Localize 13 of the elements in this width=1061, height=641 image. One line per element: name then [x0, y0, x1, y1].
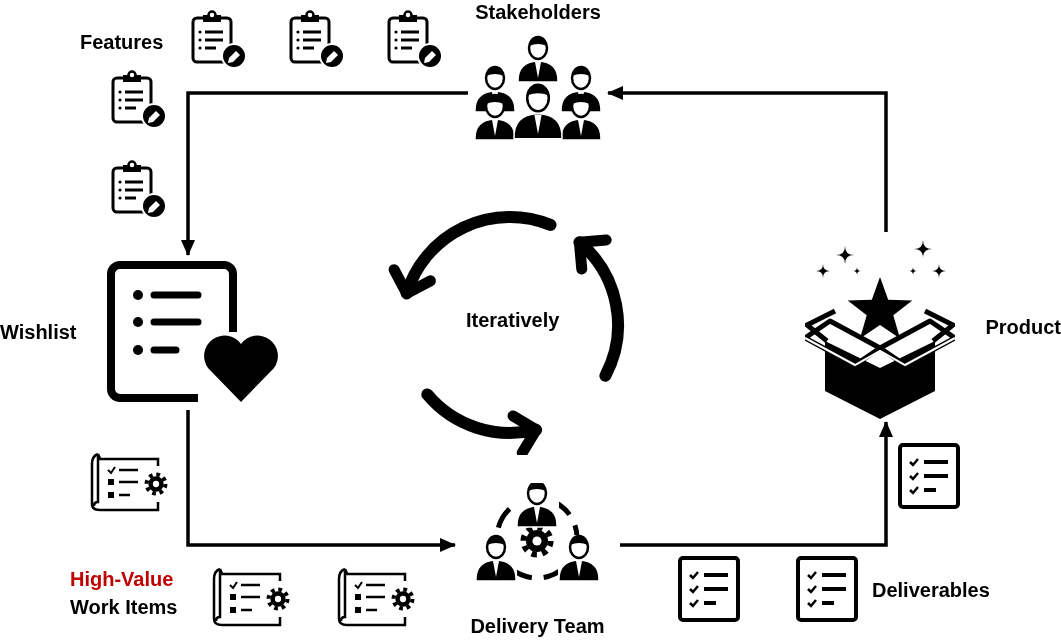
connector-arrow [607, 86, 888, 232]
label-text: Features [80, 30, 164, 55]
label-text: Work Items [70, 595, 178, 620]
connector-arrow [620, 421, 893, 547]
label-text: High-Value [70, 567, 174, 592]
node-label: Stakeholders [475, 0, 601, 25]
node-label: Wishlist [0, 320, 77, 345]
label-text: Iteratively [466, 308, 560, 333]
label-text: Deliverables [872, 578, 990, 603]
connector-arrow [186, 410, 456, 552]
node-label: Product [985, 314, 1061, 340]
connector-arrow [181, 91, 468, 256]
node-label: Delivery Team [470, 614, 605, 639]
